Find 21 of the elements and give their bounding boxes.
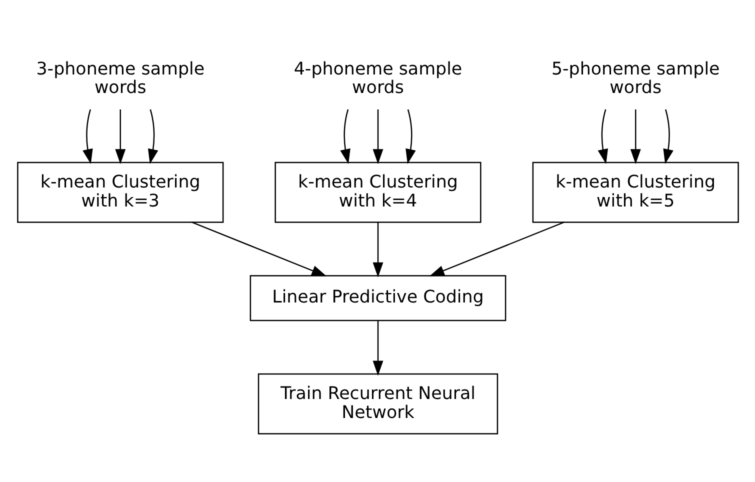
node-box: k-mean Clustering with k=4 [274,161,481,222]
arrow [662,108,673,164]
arrow [428,221,564,276]
arrow [372,320,383,376]
arrow [82,108,92,164]
node-text: 3-phoneme sample words [36,58,204,98]
arrow [630,108,640,164]
node-text: 5-phoneme sample words [550,58,720,98]
arrow [405,108,416,164]
node-box: Linear Predictive Coding [249,274,506,321]
node-box: k-mean Clustering with k=3 [16,161,224,222]
arrow [114,108,126,164]
arrow [372,222,383,277]
arrow [147,108,158,164]
node-box: k-mean Clustering with k=5 [532,161,738,222]
arrow [372,108,383,164]
arrow [340,108,350,164]
arrow [191,221,326,276]
arrow [597,108,608,164]
node-box: Train Recurrent Neural Network [257,372,498,434]
node-text: 4-phoneme sample words [293,58,462,98]
